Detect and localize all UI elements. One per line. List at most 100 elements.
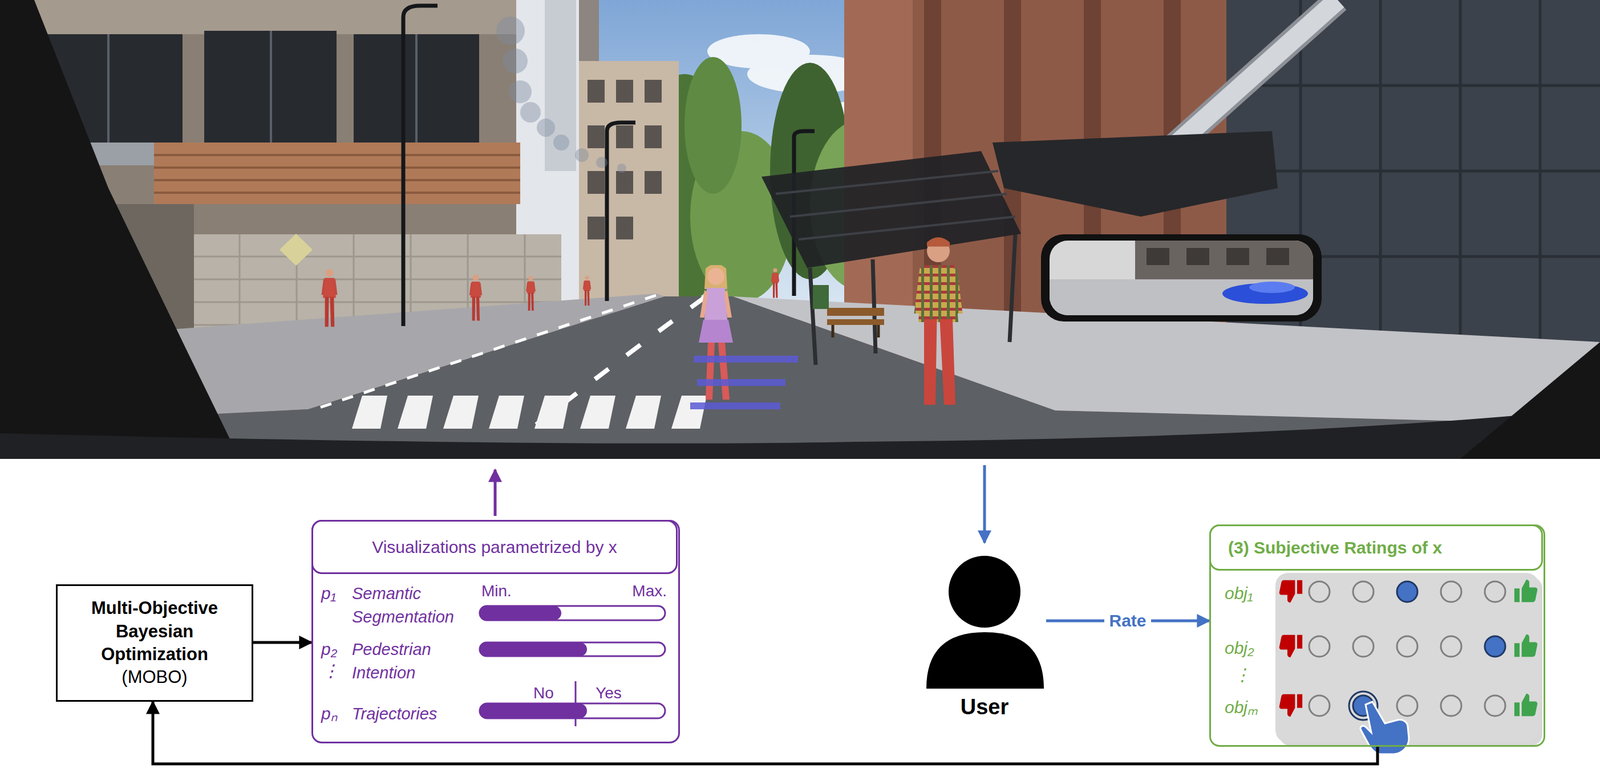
parameter-name: Semantic Segmentation — [351, 582, 472, 629]
scale-label: No — [520, 683, 567, 704]
bus-shelter — [812, 285, 829, 310]
left-buildings — [616, 79, 634, 103]
objective-label: objₘ — [1224, 697, 1258, 719]
user-icon — [948, 556, 1021, 629]
objective-label: obj₂ — [1224, 638, 1254, 659]
street-lamps — [606, 122, 636, 302]
left-buildings — [154, 155, 521, 193]
box-subtitle: (MOBO) — [121, 666, 188, 690]
user-icon — [926, 556, 1044, 690]
rating-scale — [1309, 636, 1330, 658]
street — [671, 395, 707, 429]
driving-scene — [0, 0, 1600, 460]
rating-panel: (3) Subjective Ratings of x obj₁ obj₂ ⋮ objₘ — [1209, 524, 1546, 748]
car-interior — [1135, 240, 1314, 280]
car-interior — [1040, 234, 1322, 322]
rating-scale — [1440, 695, 1462, 717]
trajectory-dots — [574, 148, 589, 162]
pedestrians — [582, 276, 591, 306]
car-interior — [0, 407, 1600, 460]
scene-ground — [0, 0, 1600, 460]
sliders — [479, 703, 666, 719]
rating-scale — [1396, 636, 1418, 658]
pedestrians — [469, 274, 482, 321]
user-node: User — [925, 547, 1047, 725]
car-interior — [1460, 342, 1600, 460]
rating-scale — [1514, 580, 1538, 717]
rating-scale — [1275, 573, 1543, 755]
car-interior — [0, 0, 240, 460]
rating-scale — [1440, 636, 1462, 658]
left-buildings — [587, 79, 662, 240]
car-interior — [1049, 240, 1314, 316]
sliders — [479, 606, 666, 621]
scale-label: Yes — [585, 683, 632, 704]
objective-label: obj₁ — [1224, 583, 1254, 605]
left-buildings — [587, 171, 605, 194]
rating-scale — [1279, 580, 1303, 603]
trajectory-dots — [596, 156, 608, 169]
panel-header: Visualizations parametrized by x — [311, 520, 678, 575]
rating-scale — [1514, 694, 1538, 717]
bus-shelter — [775, 171, 1016, 240]
box-title: Multi-Objective Bayesian Optimization — [71, 597, 238, 667]
street — [488, 395, 525, 429]
street — [0, 296, 1600, 460]
rating-scale — [1514, 634, 1538, 658]
left-buildings — [154, 155, 521, 193]
left-buildings — [154, 142, 521, 205]
ellipsis: ⋮ — [322, 661, 340, 682]
parameter-symbol: p₂ — [321, 639, 338, 660]
render-arrow — [493, 470, 497, 517]
street — [443, 395, 479, 429]
rating-scale — [1484, 581, 1506, 603]
street — [351, 395, 388, 429]
street-lamps — [403, 5, 438, 327]
rating-scale — [1396, 581, 1418, 603]
left-buildings — [616, 125, 634, 149]
left-buildings — [644, 125, 662, 149]
trajectory-dots — [508, 80, 532, 104]
sliders — [479, 606, 562, 621]
rating-scale — [1309, 581, 1506, 717]
rating-scale — [1484, 636, 1506, 658]
feedback-arrow — [152, 702, 1378, 765]
street — [625, 395, 662, 429]
street — [580, 395, 616, 429]
rating-scale — [1279, 580, 1303, 718]
bus-shelter — [827, 319, 885, 326]
scale-label: Min. — [481, 581, 512, 602]
street — [351, 395, 707, 429]
user-icon — [926, 632, 1044, 690]
user-label: User — [925, 694, 1044, 721]
trajectory-dots — [617, 163, 627, 173]
street-lamps — [403, 5, 815, 327]
intention-bars — [690, 359, 799, 407]
trajectory-dots — [502, 48, 528, 74]
left-buildings — [587, 79, 605, 103]
street — [534, 395, 570, 429]
left-buildings — [616, 216, 634, 240]
rating-scale — [1275, 573, 1539, 744]
rating-scale — [1309, 695, 1330, 717]
left-buildings — [544, 0, 577, 172]
pedestrians — [321, 269, 338, 328]
left-buildings — [587, 216, 605, 240]
pedestrians — [321, 237, 963, 405]
rating-scale — [1440, 581, 1462, 603]
left-buildings — [34, 30, 480, 145]
ellipsis: ⋮ — [1233, 665, 1251, 686]
left-buildings — [0, 0, 517, 35]
bus-shelter — [761, 151, 1022, 269]
rating-scale — [1279, 694, 1303, 718]
rating-scale — [1353, 581, 1374, 603]
rating-scale — [1484, 695, 1506, 717]
optimizer-arrow — [253, 641, 312, 645]
car-interior — [992, 131, 1278, 217]
car-interior — [1226, 248, 1250, 266]
left-buildings — [644, 79, 662, 103]
street — [0, 293, 1600, 460]
panel-header: (3) Subjective Ratings of x — [1209, 524, 1543, 571]
parameter-symbol: p₁ — [321, 583, 336, 605]
